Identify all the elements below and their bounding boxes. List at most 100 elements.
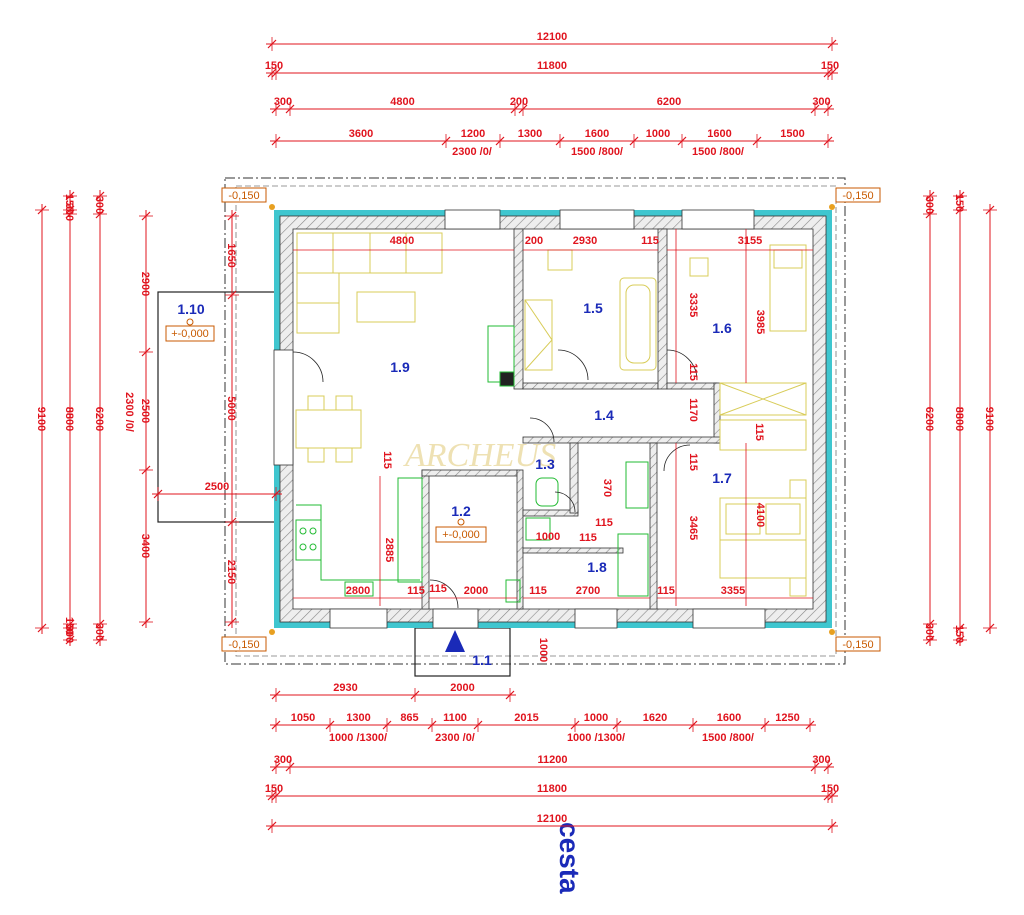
dimension-label: 300: [274, 754, 292, 766]
dimension-label: 2150: [225, 560, 237, 584]
interior-dimension-label: 2700: [576, 585, 600, 597]
dimension-sublabel: 1000 /1300/: [329, 732, 387, 744]
dimension-tick: [925, 209, 935, 219]
dimension-label: 300: [63, 625, 75, 643]
dimension-label: 300: [812, 96, 830, 108]
dimension-label: 1500: [780, 128, 804, 140]
dimension-tick: [629, 136, 639, 146]
room-1-2: 1.2: [451, 503, 471, 519]
plot-boundary: [224, 177, 846, 665]
dimension-tick: [823, 68, 833, 78]
dimension-tick: [505, 690, 515, 700]
dimension-tick: [65, 619, 75, 629]
dimension-label: 2900: [139, 272, 151, 296]
dimension-label: 1250: [775, 712, 799, 724]
elevation-1-2: +-0,000: [442, 529, 480, 541]
door-swings: [292, 349, 698, 609]
dimension-label: 300: [63, 203, 75, 221]
interior-dimension-label: 2800: [346, 585, 370, 597]
interior-dimension-label: 115: [641, 235, 659, 247]
dimension-tick: [760, 720, 770, 730]
dimension-label: 6200: [93, 407, 105, 431]
elevation-1-10: +-0,000: [171, 328, 209, 340]
dimension-tick: [955, 191, 965, 201]
dimension-label: 1300: [518, 128, 542, 140]
corner-elevation-bottom-left: -0,150: [228, 639, 259, 651]
corner-elevation-top-left: -0,150: [228, 190, 259, 202]
dimension-tick: [95, 209, 105, 219]
interior-dimension-label: 1170: [687, 398, 699, 422]
dimension-tick: [752, 136, 762, 146]
dimension-tick: [285, 762, 295, 772]
dimension-label: 300: [923, 623, 935, 641]
interior-dimension-label: 2885: [383, 538, 395, 562]
dimension-tick: [95, 619, 105, 629]
dimension-tick: [271, 791, 281, 801]
dimension-tick: [227, 211, 237, 221]
dimension-label: 200: [510, 96, 528, 108]
dimension-tick: [441, 136, 451, 146]
interior-dimension-label: 3465: [687, 516, 699, 540]
watermark: ARCHEUS: [403, 437, 556, 474]
room-1-7: 1.7: [712, 470, 732, 486]
interior-dimension-label: 1000: [536, 531, 560, 543]
dimension-label: 300: [923, 196, 935, 214]
interior-dimension-label: 1000: [537, 638, 549, 662]
dimension-label: 11800: [537, 60, 567, 72]
interior-dimension-label: 115: [687, 363, 699, 381]
dimension-tick: [65, 191, 75, 201]
dimension-label: 150: [953, 194, 965, 212]
dimension-tick: [267, 39, 277, 49]
dimension-tick: [65, 635, 75, 645]
dimension-tick: [37, 205, 47, 215]
dimension-tick: [985, 205, 995, 215]
dimension-tick: [827, 821, 837, 831]
plot-boundary-inner: [235, 185, 837, 657]
dimension-label: 6200: [923, 407, 935, 431]
dimension-tick: [925, 619, 935, 629]
dimension-tick: [955, 623, 965, 633]
dimension-label: 150: [63, 617, 75, 635]
dimension-tick: [612, 720, 622, 730]
elevation-tags: +-0,000 +-0,000 -0,150 -0,150 -0,150 -0,…: [165, 187, 881, 652]
street-label: cesta: [554, 822, 585, 894]
dimension-tick: [271, 104, 281, 114]
dimension-tick: [271, 720, 281, 730]
dimension-tick: [141, 347, 151, 357]
dimension-tick: [65, 205, 75, 215]
dimension-sublabel: 1500 /800/: [571, 146, 623, 158]
dimension-label: 1600: [707, 128, 731, 140]
dimension-label: 9100: [35, 407, 47, 431]
dimension-label: 1200: [461, 128, 485, 140]
dimension-tick: [518, 104, 528, 114]
sanitary-kitchen: [295, 325, 649, 603]
dimension-tick: [95, 635, 105, 645]
interior-dimension-label: 115: [529, 585, 547, 597]
dimension-label: 2500: [205, 481, 229, 493]
dimension-tick: [677, 136, 687, 146]
furniture: [295, 232, 807, 597]
dimension-tick: [810, 762, 820, 772]
wall-openings: [273, 209, 766, 629]
dimension-tick: [65, 209, 75, 219]
dimension-tick: [267, 821, 277, 831]
dimension-label: 11800: [537, 783, 567, 795]
dimension-label: 1650: [225, 243, 237, 267]
dimension-label: 150: [63, 194, 75, 212]
dimension-label: 12100: [537, 813, 568, 825]
room-1-1: 1.1: [472, 652, 492, 668]
dimension-tick: [925, 191, 935, 201]
dimension-tick: [227, 617, 237, 627]
dimension-tick: [555, 136, 565, 146]
dimension-label: 6200: [657, 96, 681, 108]
interior-dimension-label: 115: [687, 453, 699, 471]
dimension-label: 3400: [139, 534, 151, 558]
dimension-tick: [427, 720, 437, 730]
interior-dimension-label: 2000: [464, 585, 488, 597]
dimension-label: 1300: [346, 712, 370, 724]
dimension-tick: [325, 720, 335, 730]
dimension-tick: [227, 517, 237, 527]
dimension-tick: [410, 690, 420, 700]
dimension-tick: [267, 68, 277, 78]
